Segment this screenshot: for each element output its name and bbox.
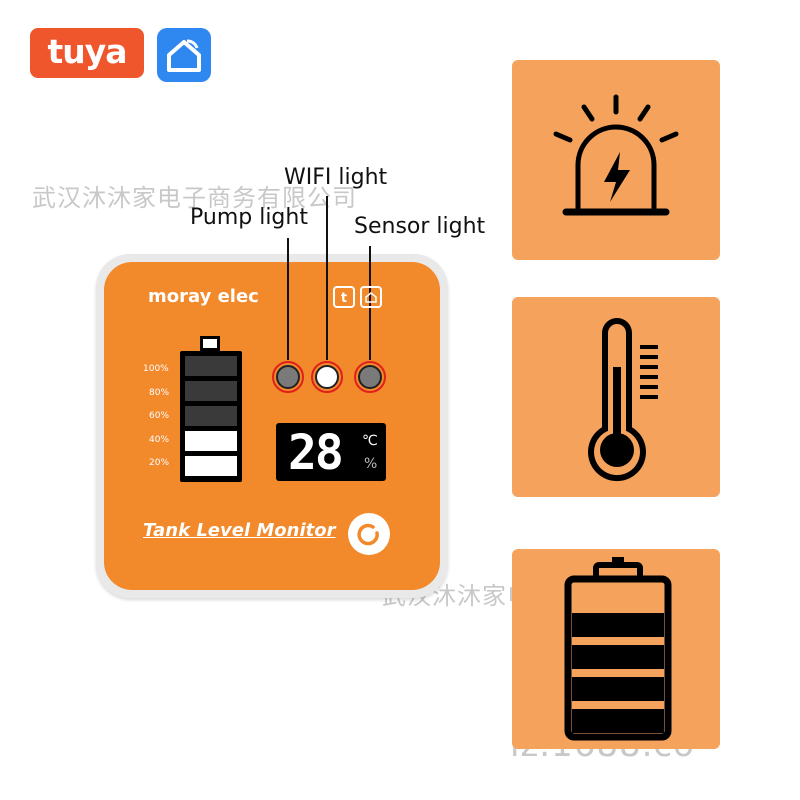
battery-label-60: 60% [149, 411, 170, 421]
power-button[interactable] [348, 513, 390, 555]
home-small-icon [360, 286, 382, 308]
battery-indicator [180, 351, 242, 482]
battery-label-40: 40% [149, 435, 170, 445]
sensor-light-led [358, 365, 382, 389]
alarm-light-tile [512, 60, 720, 260]
pump-light-led [276, 365, 300, 389]
thermometer-icon [588, 318, 658, 481]
alarm-light-icon [553, 94, 679, 216]
device-title: Tank Level Monitor [143, 520, 336, 541]
celsius-unit: ℃ [362, 433, 378, 449]
battery-label-100: 100% [143, 364, 169, 374]
pump-light-callout: Pump light [190, 205, 308, 230]
wifi-light-led [315, 365, 339, 389]
thermometer-tile [512, 297, 720, 497]
wifi-light-callout: WIFI light [284, 165, 388, 190]
tuya-logo: tuya [30, 28, 144, 78]
pump-light-ring [272, 361, 304, 393]
brand-label: moray elec [148, 286, 259, 307]
temperature-value: 28 [288, 425, 344, 481]
percent-unit: % [364, 456, 378, 472]
wifi-light-ring [311, 361, 343, 393]
svg-text:t: t [341, 291, 347, 306]
sensor-light-ring [354, 361, 386, 393]
battery-segment-80 [185, 381, 237, 401]
battery-label-20: 20% [149, 458, 170, 468]
sensor-light-callout: Sensor light [354, 214, 486, 239]
battery-segment-20 [185, 456, 237, 476]
battery-segment-40 [185, 431, 237, 451]
power-icon [357, 523, 379, 546]
battery-cap-inner [203, 339, 217, 348]
battery-segment-100 [185, 356, 237, 376]
battery-label-80: 80% [149, 388, 170, 398]
battery-segment-60 [185, 406, 237, 426]
tuya-small-icon: t [333, 286, 355, 308]
battery-level-tile [512, 549, 720, 749]
temperature-display [276, 423, 386, 481]
battery-level-icon [564, 557, 672, 741]
watermark-text: 武汉沐沐家电子商务有限公司 [32, 184, 357, 212]
smart-home-logo-icon [157, 28, 211, 82]
